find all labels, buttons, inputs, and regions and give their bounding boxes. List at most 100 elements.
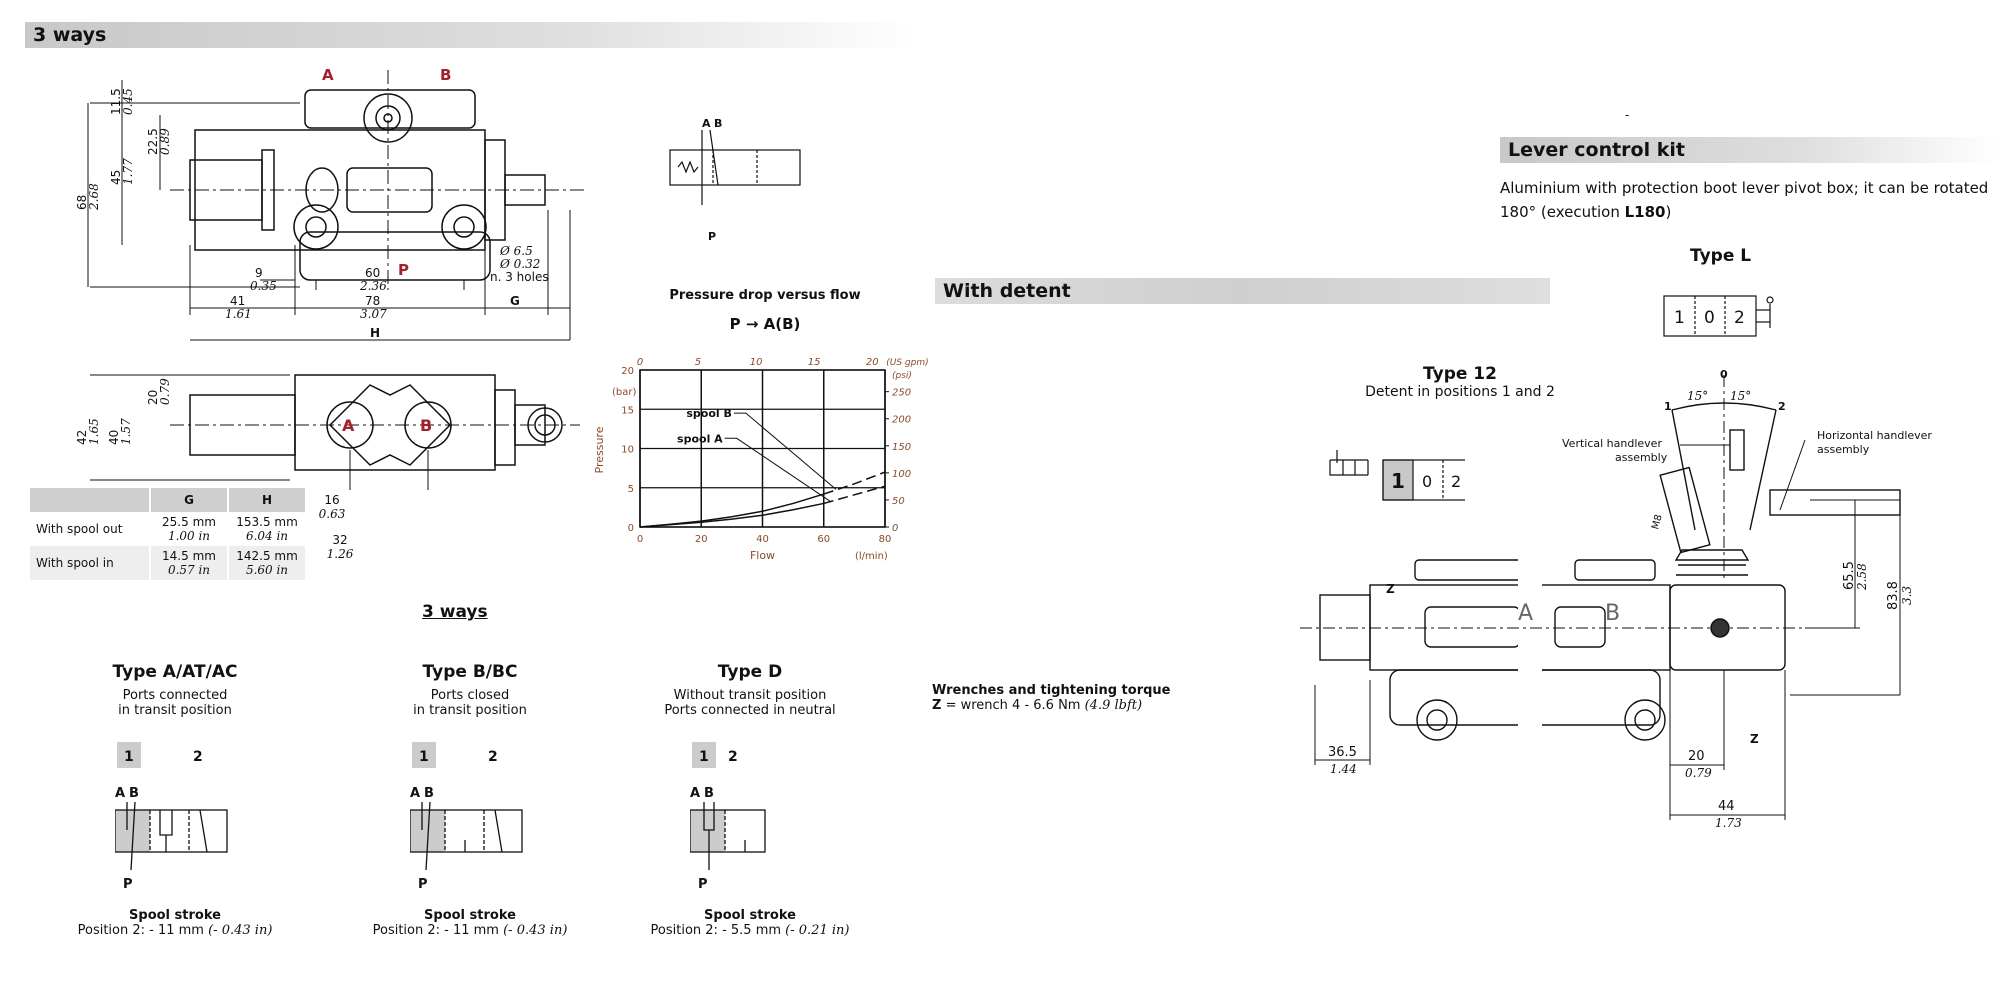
vertical-handlever-label: assembly — [1615, 451, 1668, 464]
horizontal-handlever-label: Horizontal handlever — [1817, 429, 1932, 442]
series-label: spool A — [677, 432, 723, 445]
type-l-symbol: 1 0 2 — [1663, 295, 1774, 337]
dim: 22.5 — [146, 128, 160, 155]
y2-tick-label: 100 — [892, 469, 911, 480]
port-b-label: B — [440, 66, 451, 84]
port-a: A — [702, 117, 711, 130]
x-tick-label: 60 — [817, 534, 830, 545]
dim: 83.8 — [1886, 581, 1901, 610]
type-l-title: Type L — [1690, 246, 1752, 266]
dim: G — [510, 294, 520, 308]
position-label: 0 — [1422, 472, 1432, 491]
section-header-3-ways: 3 ways — [25, 22, 915, 48]
series-line-0 — [639, 502, 824, 528]
x-tick-label: 0 — [637, 534, 643, 545]
dim: 1.73 — [1715, 816, 1742, 830]
y-tick-label: 5 — [628, 484, 634, 495]
dim: 2.58 — [1855, 563, 1869, 591]
dim: 44 — [1718, 799, 1735, 814]
angle-label: 15° — [1730, 389, 1751, 403]
series-line-dashed-0 — [823, 485, 886, 505]
chart-title: Pressure drop versus flow — [669, 288, 861, 303]
y-tick-label: 20 — [621, 366, 634, 377]
port-p: P — [698, 877, 708, 890]
angle-label: 15° — [1687, 389, 1708, 403]
valve-symbol-small: A B P — [669, 117, 801, 243]
dim: 45 — [109, 170, 123, 185]
dim: 1.57 — [119, 418, 133, 445]
position-label: 1 — [124, 749, 134, 765]
x-axis-label: Flow — [750, 549, 775, 562]
dim: 0.89 — [158, 128, 172, 155]
port-b: B — [714, 117, 722, 130]
dim: 41 — [230, 294, 245, 308]
y-unit: (bar) — [612, 387, 636, 398]
dim: 9 — [255, 266, 263, 280]
x2-tick-label: 10 — [750, 357, 763, 368]
y2-tick-label: 200 — [892, 415, 911, 426]
port-b: B — [129, 786, 139, 801]
position-label: 2 — [728, 749, 738, 765]
dim: 65.5 — [1842, 561, 1857, 590]
lever-description: Aluminium with protection boot lever piv… — [1500, 179, 1989, 221]
dim: Ø 0.32 — [499, 257, 540, 271]
port-a: A — [410, 786, 420, 801]
section-header-with-detent: With detent — [935, 278, 1550, 304]
dim: H — [370, 326, 380, 340]
dim: 0.79 — [1685, 766, 1712, 780]
position-label: 2 — [488, 749, 498, 765]
port-b: B — [704, 786, 714, 801]
dim: n. 3 holes — [490, 270, 549, 284]
x-tick-label: 40 — [756, 534, 769, 545]
position-label: 2 — [193, 749, 203, 765]
dim: Ø 6.5 — [499, 244, 533, 258]
dim: 68 — [75, 195, 89, 210]
dim: 40 — [107, 430, 121, 445]
port-b: B — [1605, 601, 1620, 626]
dim: 0.45 — [121, 88, 135, 115]
y2-tick-label: 250 — [892, 388, 911, 399]
y-tick-label: 0 — [628, 523, 634, 534]
section-header-lever-control-kit: Lever control kit — [1500, 137, 2000, 163]
dim: 20 — [146, 390, 160, 405]
type-symbol: 1 2 A B P — [115, 742, 228, 890]
y2-tick-label: 150 — [892, 442, 911, 453]
dim: 3.3 — [1900, 586, 1914, 605]
x-tick-label: 80 — [879, 534, 892, 545]
valve-side-drawing: A B 42 1.65 40 1.57 20 0.79 — [75, 374, 580, 490]
dim: 0.79 — [158, 378, 172, 405]
series-leader — [733, 412, 837, 490]
port-p: P — [708, 230, 716, 243]
series-leader — [724, 437, 831, 502]
position-label: 2 — [1451, 472, 1461, 491]
position-label: 1 — [699, 749, 709, 765]
type-symbol: 1 2 A B P — [410, 742, 523, 890]
position-label: 2 — [1734, 308, 1745, 328]
dim: 1.65 — [87, 418, 101, 445]
port-b: B — [424, 786, 434, 801]
side-port-b: B — [420, 416, 432, 435]
wrenches-info: Wrenches and tightening torque Z = wrenc… — [932, 683, 1171, 713]
position-label: 1 — [1674, 308, 1685, 328]
z-label: Z — [1750, 732, 1759, 746]
angle-label: 0 — [1720, 368, 1728, 381]
valve-front-drawing: A B P 9 0.35 60 2.36 41 1.61 78 3.07 G H… — [75, 66, 585, 341]
dim: 1.44 — [1330, 762, 1357, 776]
port-a: A — [690, 786, 700, 801]
position-label: 0 — [1704, 308, 1715, 328]
chart-subtitle: P → A(B) — [729, 315, 801, 333]
dim: 0.35 — [250, 279, 277, 293]
angle-label: 2 — [1778, 400, 1786, 413]
series-line-dashed-1 — [823, 471, 886, 495]
y-tick-label: 15 — [621, 405, 634, 416]
y-axis-label: Pressure — [593, 426, 606, 473]
